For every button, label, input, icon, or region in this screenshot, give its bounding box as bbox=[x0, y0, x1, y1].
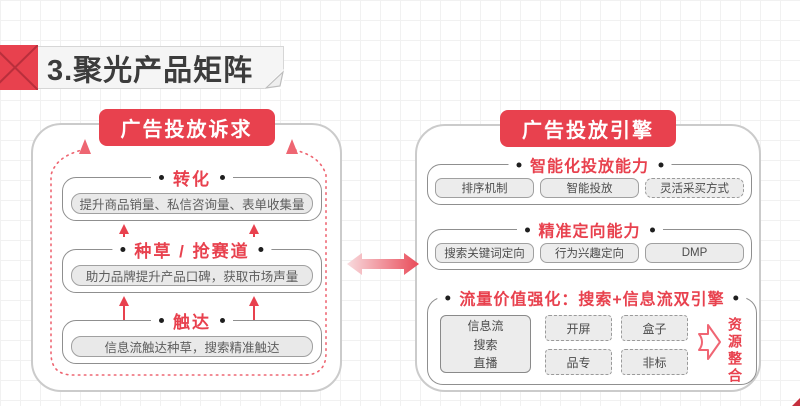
up-arrow-icon bbox=[119, 296, 129, 321]
page-curl-icon bbox=[264, 69, 285, 89]
corner-accent-icon bbox=[792, 398, 800, 406]
capability-item: DMP bbox=[645, 243, 744, 263]
capability-item: 智能投放 bbox=[540, 178, 639, 198]
resource-label: 资源整合 bbox=[727, 317, 743, 385]
capability-section-smart-delivery: 智能化投放能力 排序机制 智能投放 灵活采买方式 bbox=[427, 152, 752, 205]
capability-section-traffic: 流量价值强化：搜索+信息流双引擎 信息流 搜索 直播 开屏 盒子 品专 非标 资… bbox=[427, 285, 757, 385]
section-title: 种草 / 抢赛道 bbox=[112, 237, 272, 262]
demand-panel-header: 广告投放诉求 bbox=[98, 109, 275, 146]
engine-panel-header: 广告投放引擎 bbox=[500, 110, 676, 147]
bidirectional-arrow-icon bbox=[347, 253, 419, 275]
traffic-item: 非标 bbox=[621, 349, 688, 375]
page-title-plate: 3.聚光产品矩阵 bbox=[30, 46, 285, 89]
demand-panel: 广告投放诉求 转化 提升商品销量、私信咨询量、表单收集量 种草 / 抢赛道 助力 bbox=[31, 109, 342, 392]
resource-arrow-icon bbox=[698, 324, 721, 360]
demand-section-conversion: 转化 提升商品销量、私信咨询量、表单收集量 bbox=[62, 165, 322, 221]
section-detail-box: 助力品牌提升产品口碑，获取市场声量 bbox=[71, 265, 313, 286]
up-arrow-icon bbox=[249, 296, 259, 321]
capability-item: 行为兴趣定向 bbox=[540, 243, 639, 263]
section-detail-box: 信息流触达种草，搜索精准触达 bbox=[71, 336, 313, 357]
capability-section-targeting: 精准定向能力 搜索关键词定向 行为兴趣定向 DMP bbox=[427, 217, 752, 270]
section-title: 智能化投放能力 bbox=[507, 152, 672, 177]
traffic-item: 开屏 bbox=[545, 315, 612, 341]
demand-section-seeding: 种草 / 抢赛道 助力品牌提升产品口碑，获取市场声量 bbox=[62, 237, 322, 293]
capability-item: 搜索关键词定向 bbox=[435, 243, 534, 263]
section-title: 流量价值强化：搜索+信息流双引擎 bbox=[437, 285, 747, 310]
section-detail-box: 提升商品销量、私信咨询量、表单收集量 bbox=[71, 193, 313, 214]
capability-item: 灵活采买方式 bbox=[645, 178, 744, 198]
engine-panel: 广告投放引擎 智能化投放能力 排序机制 智能投放 灵活采买方式 精准定向能力 搜… bbox=[415, 110, 761, 392]
capability-items-row: 排序机制 智能投放 灵活采买方式 bbox=[435, 178, 744, 198]
cycle-arrows-icon bbox=[50, 139, 327, 376]
capability-item: 排序机制 bbox=[435, 178, 534, 198]
channel-label: 搜索 bbox=[473, 337, 498, 352]
section-title: 精准定向能力 bbox=[516, 217, 663, 242]
page-title: 3.聚光产品矩阵 bbox=[47, 54, 254, 87]
channel-label: 信息流 bbox=[467, 319, 504, 334]
section-title: 触达 bbox=[151, 308, 233, 333]
traffic-item: 盒子 bbox=[621, 315, 688, 341]
traffic-item: 品专 bbox=[545, 349, 612, 375]
capability-items-row: 搜索关键词定向 行为兴趣定向 DMP bbox=[435, 243, 744, 263]
channel-box: 信息流 搜索 直播 bbox=[440, 315, 531, 373]
section-title: 转化 bbox=[151, 165, 233, 190]
channel-label: 直播 bbox=[473, 355, 498, 370]
demand-section-reach: 触达 信息流触达种草，搜索精准触达 bbox=[62, 308, 322, 364]
x-square-icon bbox=[0, 45, 38, 90]
